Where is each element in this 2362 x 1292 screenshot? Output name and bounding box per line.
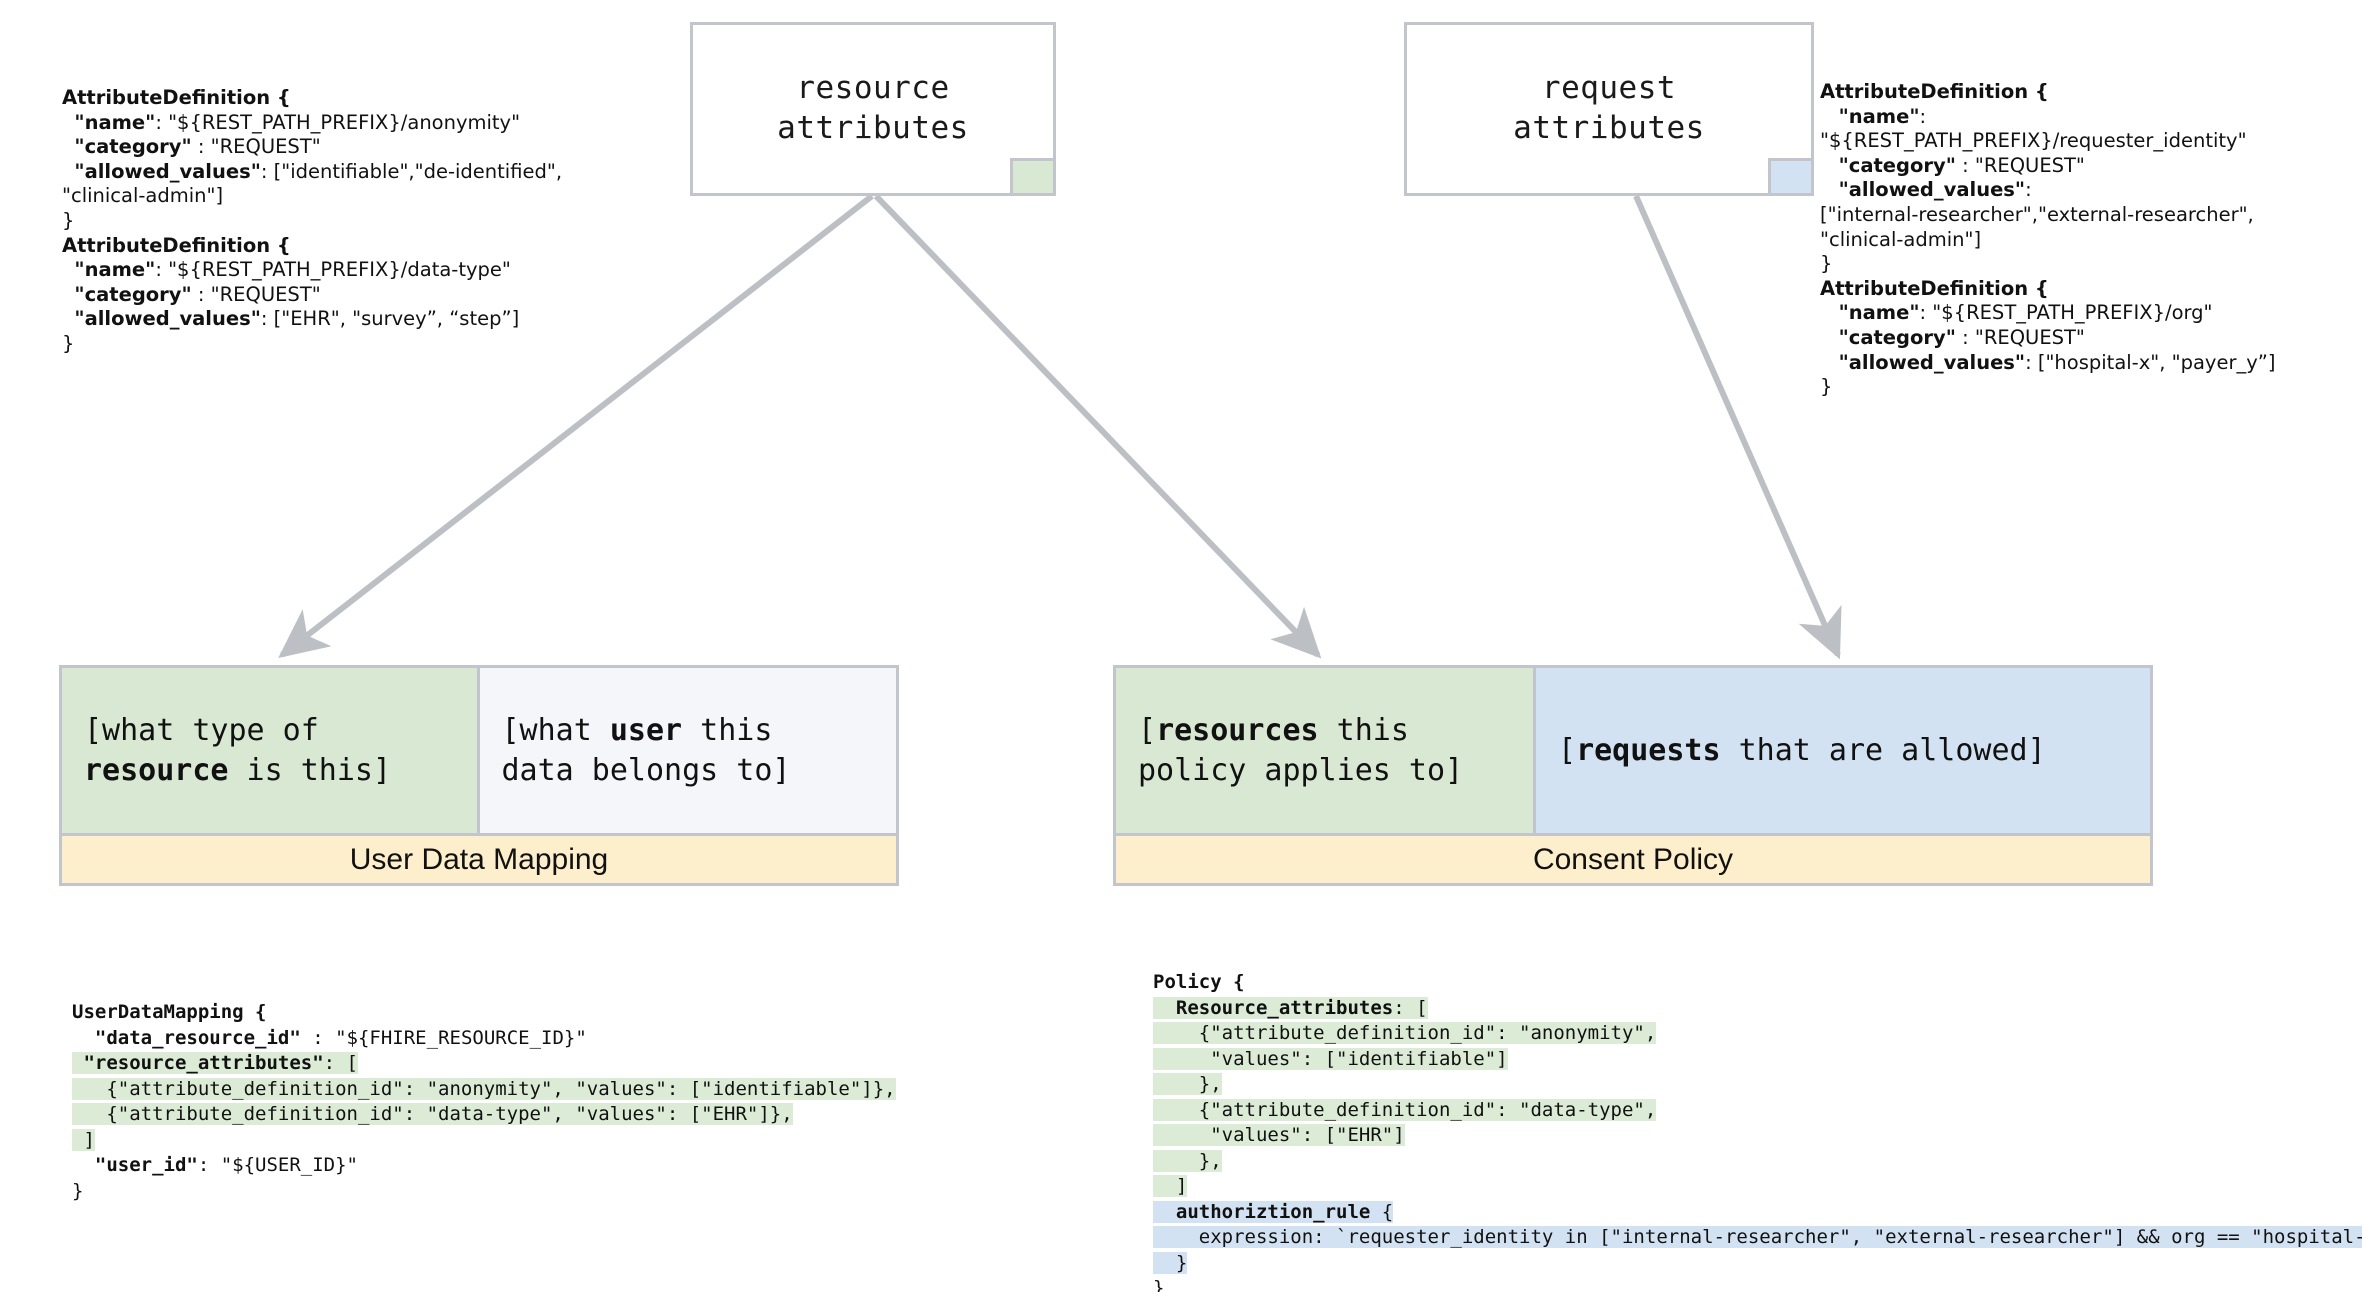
node-request-attributes-label: request attributes (1513, 70, 1705, 146)
cell-text: [requests that are allowed] (1558, 732, 2046, 768)
code-line: "${REST_PATH_PREFIX}/requester_identity" (1820, 129, 2247, 153)
code-line: AttributeDefinition { (62, 233, 291, 257)
code-line: UserDataMapping { (72, 1000, 1072, 1026)
green-swatch (1010, 158, 1056, 196)
code-line-content: }, (1153, 1073, 1222, 1095)
code-line-content: {"attribute_definition_id": "anonymity", (1153, 1022, 1657, 1044)
code-line: {"attribute_definition_id": "anonymity",… (72, 1077, 1072, 1103)
node-resource-attributes[interactable]: resource attributes (690, 22, 1056, 196)
code-line-content: "values": ["identifiable"] (1153, 1047, 1508, 1070)
code-line: ] (72, 1128, 1072, 1154)
code-line: } (72, 1179, 1072, 1205)
code-line-content: "user_id": "${USER_ID}" (94, 1154, 358, 1176)
code-line: {"attribute_definition_id": "data-type",… (72, 1102, 1072, 1128)
code-line: "category" : "REQUEST" (74, 135, 321, 159)
code-line: AttributeDefinition { (1820, 80, 2049, 103)
code-line: "allowed_values": ["EHR", "survey”, “ste… (74, 307, 520, 331)
code-line-content: {"attribute_definition_id": "data-type", (1153, 1098, 1657, 1121)
code-line: "category" : "REQUEST" (74, 282, 321, 306)
arrow-request-to-policy (1633, 194, 1842, 660)
code-line: ] (1153, 1174, 2362, 1200)
code-line: "category" : "REQUEST" (1838, 153, 2085, 177)
code-line: "allowed_values": ["hospital-x", "payer_… (1838, 350, 2276, 374)
code-line: } (1820, 375, 1833, 399)
code-line: "name": (1838, 104, 1927, 128)
code-line: "resource_attributes": [ (72, 1051, 1072, 1077)
code-line: } (62, 208, 75, 232)
code-line: "user_id": "${USER_ID}" (72, 1153, 1072, 1179)
code-line-content: Policy { (1153, 971, 1245, 993)
code-line: "category" : "REQUEST" (1838, 325, 2085, 349)
code-line: expression: `requester_identity in ["int… (1153, 1225, 2362, 1251)
left-attribute-definitions-text: AttributeDefinition { "name": "${REST_PA… (62, 86, 662, 357)
code-line: "name": "${REST_PATH_PREFIX}/data-type" (74, 258, 511, 282)
code-line-content: "values": ["EHR"] (1153, 1124, 1405, 1146)
code-line: "clinical-admin"] (1820, 227, 1982, 251)
cell-policy-requests[interactable]: [requests that are allowed] (1536, 668, 2150, 833)
code-line-content: {"attribute_definition_id": "data-type",… (72, 1103, 793, 1125)
code-line: "values": ["identifiable"] (1153, 1047, 2362, 1073)
code-line-content: Resource_attributes: [ (1153, 996, 1428, 1019)
code-line-content: "data_resource_id" : "${FHIRE_RESOURCE_I… (94, 1026, 587, 1049)
code-line: } (1153, 1276, 2362, 1292)
arrow-resource-to-policy (873, 193, 1322, 659)
code-line: {"attribute_definition_id": "anonymity", (1153, 1021, 2362, 1047)
code-line: Resource_attributes: [ (1153, 996, 2362, 1022)
code-line: }, (1153, 1149, 2362, 1175)
policy-code-block: Policy { Resource_attributes: [ {"attrib… (1153, 970, 2362, 1292)
code-line-content: UserDataMapping { (72, 1001, 267, 1023)
code-line-content: }, (1153, 1149, 1222, 1172)
code-line: "allowed_values": ["identifiable","de-id… (74, 159, 563, 183)
code-line: "values": ["EHR"] (1153, 1123, 2362, 1149)
code-line-content: {"attribute_definition_id": "anonymity",… (72, 1077, 896, 1100)
right-attribute-definitions-text: AttributeDefinition { "name":"${REST_PAT… (1820, 80, 2360, 400)
code-line: } (1153, 1251, 2362, 1277)
code-line: "data_resource_id" : "${FHIRE_RESOURCE_I… (72, 1026, 1072, 1052)
code-line-content: } (1153, 1277, 1165, 1292)
code-line: AttributeDefinition { (62, 86, 291, 109)
code-line: } (1820, 252, 1833, 276)
node-request-attributes[interactable]: request attributes (1404, 22, 1814, 196)
code-line-content: ] (72, 1128, 95, 1151)
code-line: authoriztion_rule { (1153, 1200, 2362, 1226)
code-line-content: "resource_attributes": [ (72, 1052, 358, 1074)
code-line: "clinical-admin"] (62, 184, 224, 208)
blue-swatch (1768, 158, 1814, 196)
code-line-content: } (1153, 1251, 1188, 1274)
code-line: "allowed_values": (1838, 178, 2032, 202)
code-line: }, (1153, 1072, 2362, 1098)
code-line: Policy { (1153, 970, 2362, 996)
node-resource-attributes-label: resource attributes (777, 70, 969, 146)
code-line-content: expression: `requester_identity in ["int… (1153, 1226, 2362, 1248)
code-line-content: } (72, 1179, 84, 1202)
code-line: "name": "${REST_PATH_PREFIX}/org" (1838, 301, 2213, 325)
code-line: {"attribute_definition_id": "data-type", (1153, 1098, 2362, 1124)
code-line: } (62, 331, 75, 355)
user-data-mapping-code-block: UserDataMapping { "data_resource_id" : "… (72, 1000, 1072, 1204)
footer-user-data-mapping: User Data Mapping (62, 833, 896, 883)
code-line-content: ] (1153, 1175, 1188, 1197)
code-line: ["internal-researcher","external-researc… (1820, 202, 2254, 226)
code-line: AttributeDefinition { (1820, 276, 2049, 300)
footer-consent-policy: Consent Policy (1116, 833, 2150, 883)
code-line-content: authoriztion_rule { (1153, 1200, 1394, 1223)
code-line: "name": "${REST_PATH_PREFIX}/anonymity" (74, 110, 521, 134)
